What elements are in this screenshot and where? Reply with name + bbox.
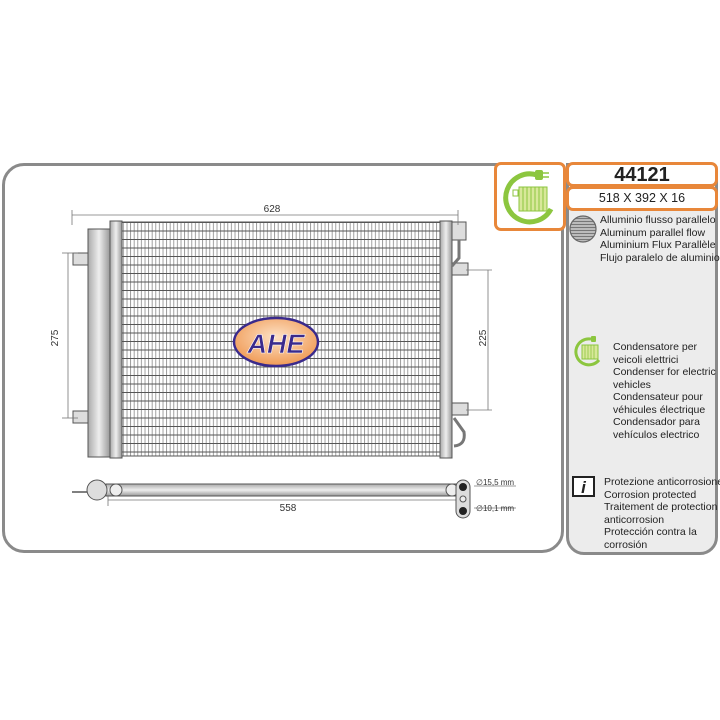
product-dimensions: 518 X 392 X 16: [566, 186, 718, 211]
electric-vehicle-condenser-icon: [503, 170, 554, 225]
info-icon: i: [572, 476, 595, 497]
receiver-drier: [87, 228, 111, 458]
pipe-fitting: [451, 221, 467, 241]
feature-text: Protección contra la: [604, 526, 697, 538]
feature-text: Flujo paralelo de aluminio: [600, 251, 720, 264]
diameter-small: ∅10,1 mm: [476, 504, 514, 513]
bottom-view-drier: [86, 479, 108, 501]
condenser-drawing: 628 275 225 558 ∅15,5 mm ∅10,1 mm AHE: [50, 204, 516, 519]
width-dimension: 628: [264, 204, 281, 215]
product-code: 44121: [566, 162, 718, 187]
feature-text: Condensatore per: [613, 341, 698, 353]
feature-text: véhicules électrique: [613, 403, 706, 416]
feature-text: Condensateur pour: [613, 391, 703, 403]
feature-ev: Condensatore per veicoli elettrici Conde…: [613, 341, 716, 441]
electric-vehicle-condenser-icon: [574, 336, 601, 367]
right-height-dimension: 225: [478, 329, 489, 346]
bracket: [72, 410, 89, 424]
feature-corrosion: Protezione anticorrosione Corrosion prot…: [604, 476, 720, 551]
diameter-large: ∅15,5 mm: [476, 478, 514, 487]
feature-text: anticorrosion: [604, 513, 665, 526]
feature-text: Traitement de protection: [604, 501, 718, 513]
left-height-dimension: 275: [50, 329, 61, 346]
bracket: [72, 252, 89, 266]
feature-text: Corrosion protected: [604, 488, 697, 501]
svg-text:i: i: [581, 478, 587, 497]
bottom-view-tube: [105, 483, 463, 497]
feature-text: Aluminium Flux Parallèle: [600, 239, 716, 251]
feature-text: Alluminio flusso parallelo: [600, 214, 716, 226]
bracket: [451, 402, 469, 416]
feature-text: Condenser for electric: [613, 366, 716, 378]
feature-text: veicoli elettrici: [613, 353, 679, 366]
feature-text: Condensador para: [613, 416, 700, 428]
left-header: [109, 220, 123, 459]
feature-text: Protezione anticorrosione: [604, 476, 720, 488]
feature-text: corrosión: [604, 538, 648, 551]
ev-badge: [494, 162, 566, 231]
feature-text: vehículos electrico: [613, 428, 700, 441]
bracket: [451, 262, 469, 276]
ahe-logo: AHE: [232, 316, 320, 368]
parallel-flow-icon: [569, 215, 597, 243]
pipe-length-dimension: 558: [280, 503, 297, 514]
feature-parallel-flow: Alluminio flusso parallelo Aluminum para…: [600, 214, 720, 264]
logo-text: AHE: [246, 329, 305, 359]
feature-text: vehicles: [613, 378, 651, 391]
feature-text: Aluminum parallel flow: [600, 226, 706, 239]
right-header: [439, 220, 453, 459]
